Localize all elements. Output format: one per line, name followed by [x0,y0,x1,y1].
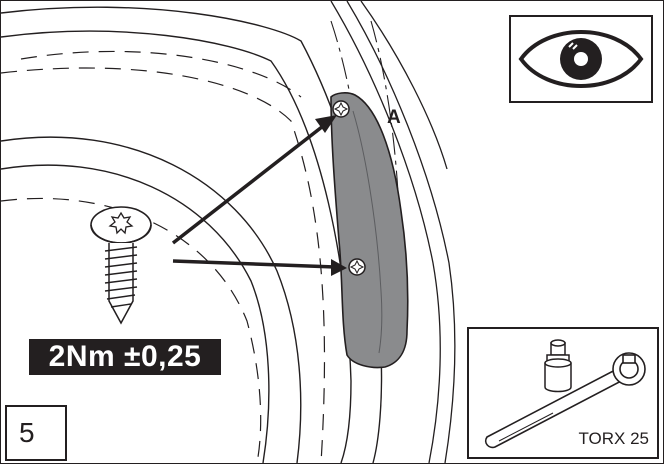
pointer-arrows [171,115,347,276]
inspect-box [509,15,653,103]
fender-lines [330,1,456,463]
arrow-to-top-screw [171,121,329,245]
tread-dash [1,50,326,463]
torx-screw-icon [90,206,152,325]
flap-screw-top [332,100,350,118]
ratchet-wrench-icon [484,339,646,449]
step-number: 5 [19,417,35,448]
mudflap-rib [352,110,383,354]
arrow-head-bottom [331,259,347,276]
eye-icon [518,30,644,88]
tool-box: TORX 25 [467,327,659,459]
torx-bit-icon [544,339,572,393]
part-label: A [387,107,401,128]
mudflap-part-a [330,92,409,369]
torque-value: 2Nm ±0,25 [29,339,221,375]
tool-label: TORX 25 [578,429,649,448]
arrow-head-top [315,115,337,133]
arrow-to-bottom-screw [172,259,336,269]
ratchet-icon [484,352,646,449]
flap-screw-bottom [348,258,366,276]
step-number-box: 5 [5,405,67,461]
